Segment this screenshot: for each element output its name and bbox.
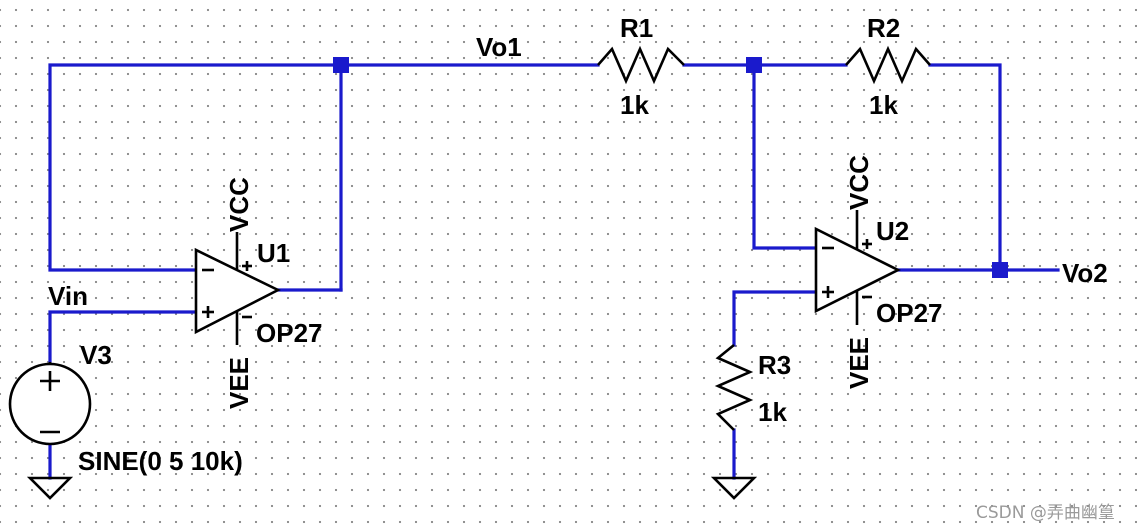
junction-r1-r2 [746,57,762,73]
u1-vcc: VCC [224,177,254,232]
resistor-r1 [597,45,685,85]
u1-model: OP27 [256,318,323,348]
u1-name: U1 [257,238,290,268]
resistor-r2 [845,45,931,85]
wire-u2-plus-r3 [732,290,818,347]
opamp-u2 [814,210,901,325]
junction-vo2 [992,262,1008,278]
junctions [333,57,1008,278]
voltage-source-v3 [8,362,92,446]
wire-vin [48,310,198,364]
u2-vee: VEE [844,337,874,389]
v3-name: V3 [80,340,112,370]
labels: Vo1 Vin Vo2 R1 1k R2 1k R3 1k U1 OP27 VC… [48,13,1115,523]
r2-name: R2 [867,13,900,43]
net-label-vo2: Vo2 [1062,258,1108,288]
wire-u1-feedback [48,63,343,292]
u2-vcc: VCC [844,155,874,210]
r1-value: 1k [620,90,649,120]
r2-value: 1k [869,90,898,120]
u1-vee: VEE [224,357,254,409]
wire-r2-to-vo2 [928,63,1002,272]
resistor-r3 [714,343,754,431]
net-label-vo1: Vo1 [476,32,522,62]
r1-name: R1 [620,13,653,43]
junction-vo1 [333,57,349,73]
r3-value: 1k [758,397,787,427]
wires [48,63,1060,480]
net-label-vin: Vin [48,281,88,311]
opamp-u1 [194,232,281,345]
ground-icon [710,476,758,500]
u2-model: OP27 [876,298,943,328]
wire-node-to-u2-minus [752,63,818,250]
v3-value: SINE(0 5 10k) [78,446,243,476]
r3-name: R3 [758,350,791,380]
u2-name: U2 [876,216,909,246]
ground-icon [26,476,74,500]
watermark: CSDN @弄曲幽篁 [976,503,1115,523]
